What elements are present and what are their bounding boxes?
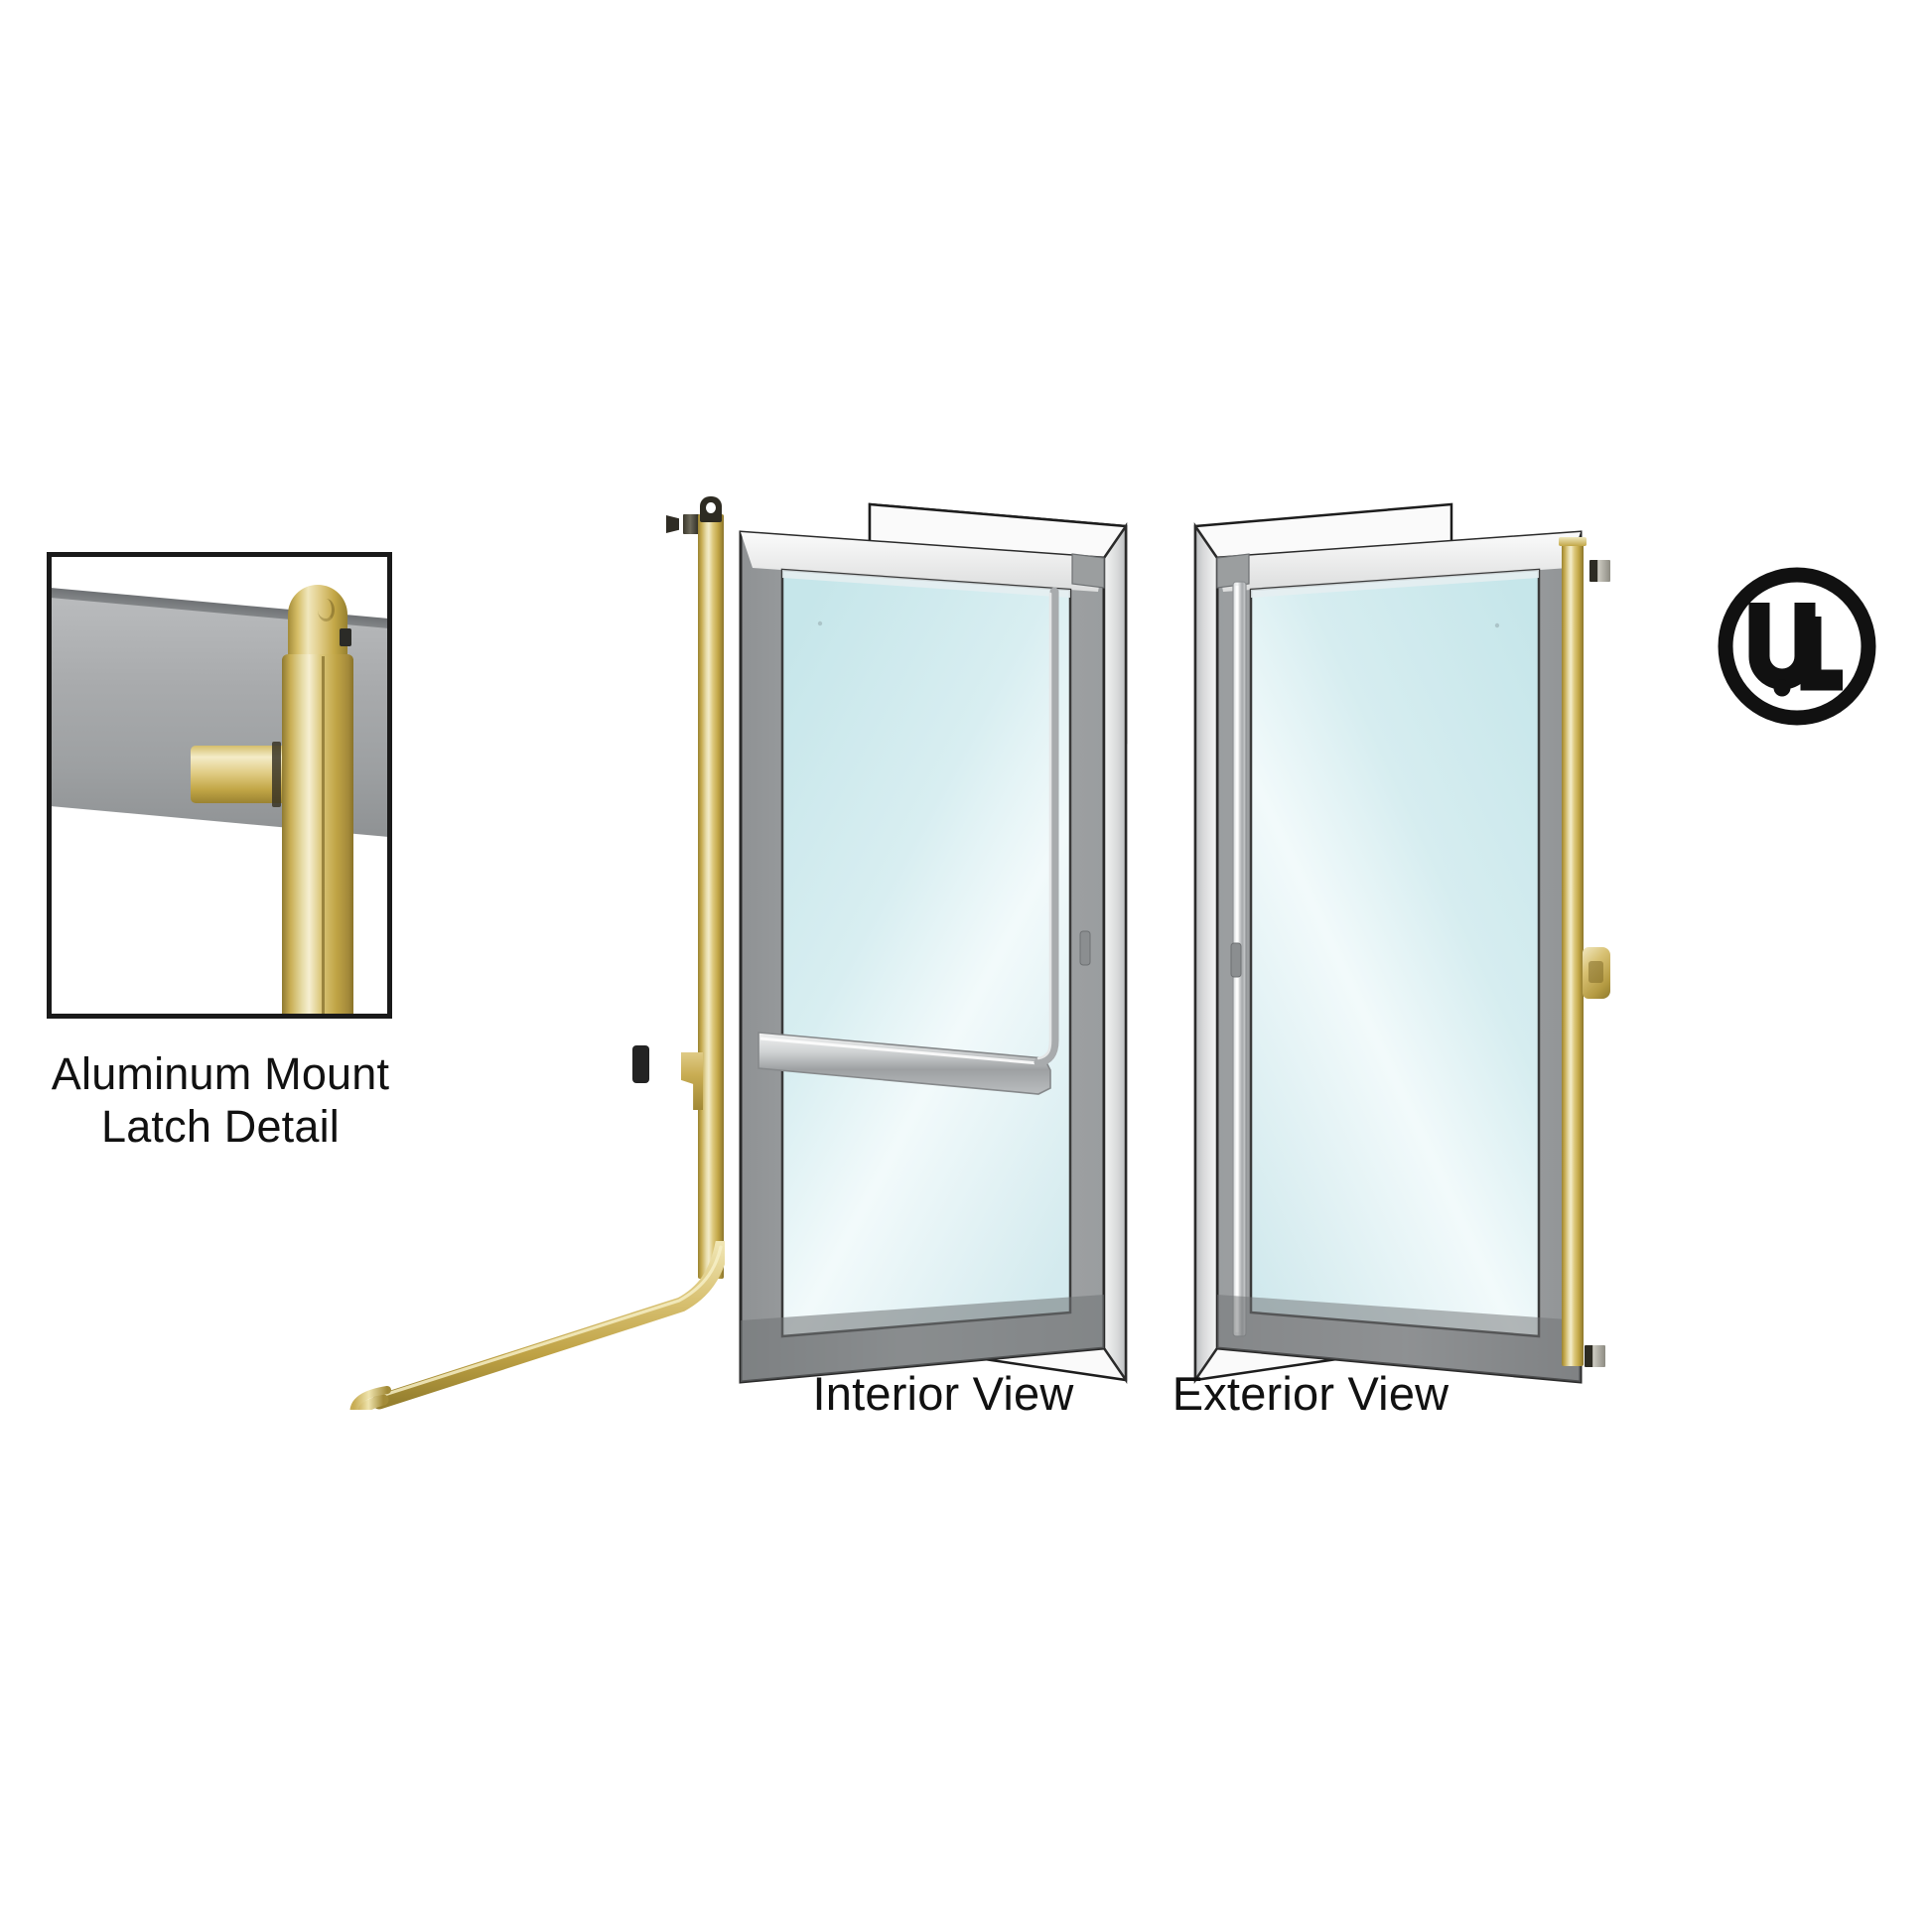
right-rod-bottom-strike bbox=[1585, 1345, 1605, 1367]
ul-listed-mark bbox=[1712, 561, 1882, 732]
detail-latch-cap-shadow bbox=[340, 628, 351, 646]
exterior-view-caption: Exterior View bbox=[1172, 1367, 1449, 1420]
interior-view-caption: Interior View bbox=[812, 1367, 1074, 1420]
left-rod-bottom-bend bbox=[349, 1241, 725, 1410]
left-rod-latch-bracket bbox=[681, 1052, 703, 1110]
left-rod-keeper bbox=[632, 1045, 649, 1083]
exterior-view-door bbox=[1170, 496, 1587, 1390]
left-rod-top-latch-hole bbox=[706, 502, 716, 513]
aluminum-mount-latch-detail-inset bbox=[47, 552, 392, 1019]
right-rod-top-cap bbox=[1559, 537, 1587, 546]
left-rod-top-fitting-a bbox=[666, 515, 679, 533]
interior-view-door bbox=[735, 496, 1152, 1390]
right-rod-thumbturn-slot bbox=[1588, 961, 1603, 983]
left-rod-top-fitting-b bbox=[683, 514, 699, 534]
right-rod-top-strike bbox=[1589, 560, 1610, 582]
detail-hinge-barrel-ring bbox=[272, 742, 281, 807]
left-vertical-rod bbox=[698, 514, 724, 1279]
push-bar-group bbox=[758, 587, 1059, 1095]
detail-latch-post bbox=[282, 654, 353, 1014]
detail-caption: Aluminum Mount Latch Detail bbox=[51, 1048, 390, 1153]
detail-latch-post-seam bbox=[322, 656, 325, 1014]
right-vertical-rod bbox=[1562, 544, 1584, 1366]
detail-latch-cap-notch bbox=[318, 599, 335, 621]
